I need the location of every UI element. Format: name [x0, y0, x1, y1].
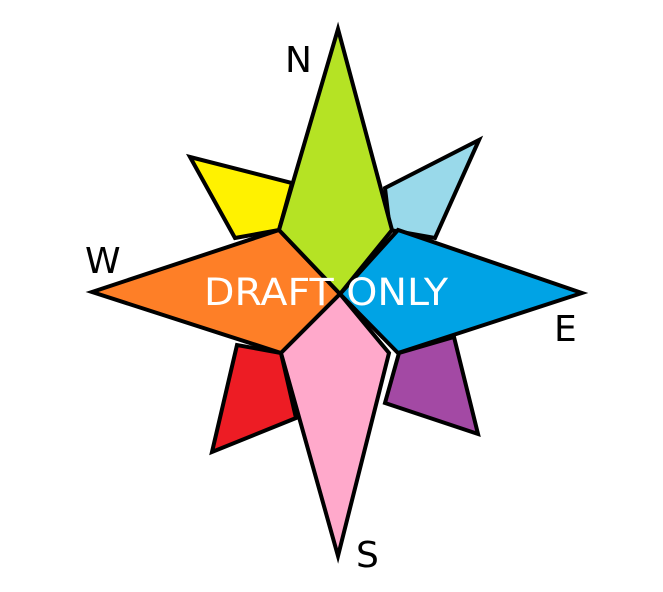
northeast-point: [382, 135, 484, 241]
south-label: S: [356, 535, 379, 576]
north-label: N: [285, 40, 312, 81]
draft-watermark: DRAFT ONLY: [204, 271, 448, 314]
west-label: W: [85, 241, 121, 282]
south-point: [278, 291, 392, 564]
east-label: E: [554, 309, 577, 350]
northwest-point: [185, 153, 295, 241]
